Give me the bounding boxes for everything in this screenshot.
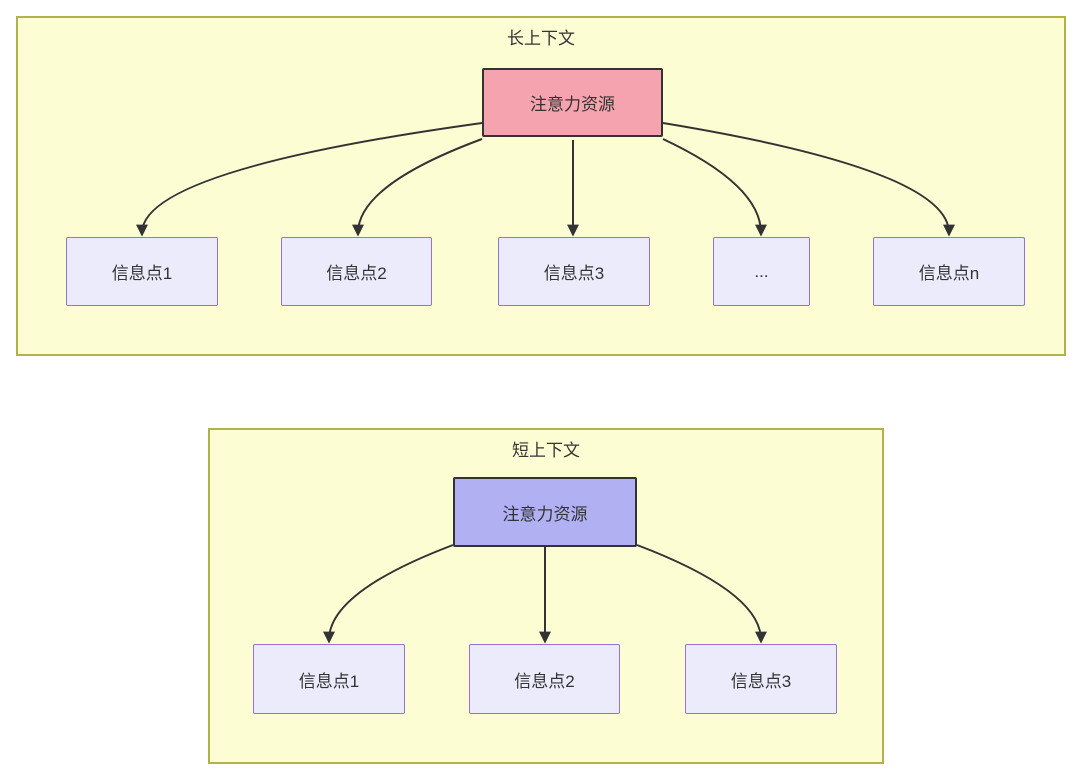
short-info-point-3: 信息点3	[685, 644, 837, 714]
short-context-title: 短上下文	[512, 441, 580, 460]
short-info-point-1: 信息点1	[253, 644, 405, 714]
long-attention-resource-node: 注意力资源	[482, 68, 663, 137]
long-info-point-n: 信息点n	[873, 237, 1025, 306]
short-info-point-2: 信息点2	[469, 644, 620, 714]
short-attention-resource-node: 注意力资源	[453, 477, 637, 547]
long-info-point-2: 信息点2	[281, 237, 432, 306]
long-info-point-3: 信息点3	[498, 237, 650, 306]
long-info-point-1: 信息点1	[66, 237, 218, 306]
long-info-point-ellipsis: ...	[713, 237, 810, 306]
long-context-title: 长上下文	[507, 29, 575, 48]
